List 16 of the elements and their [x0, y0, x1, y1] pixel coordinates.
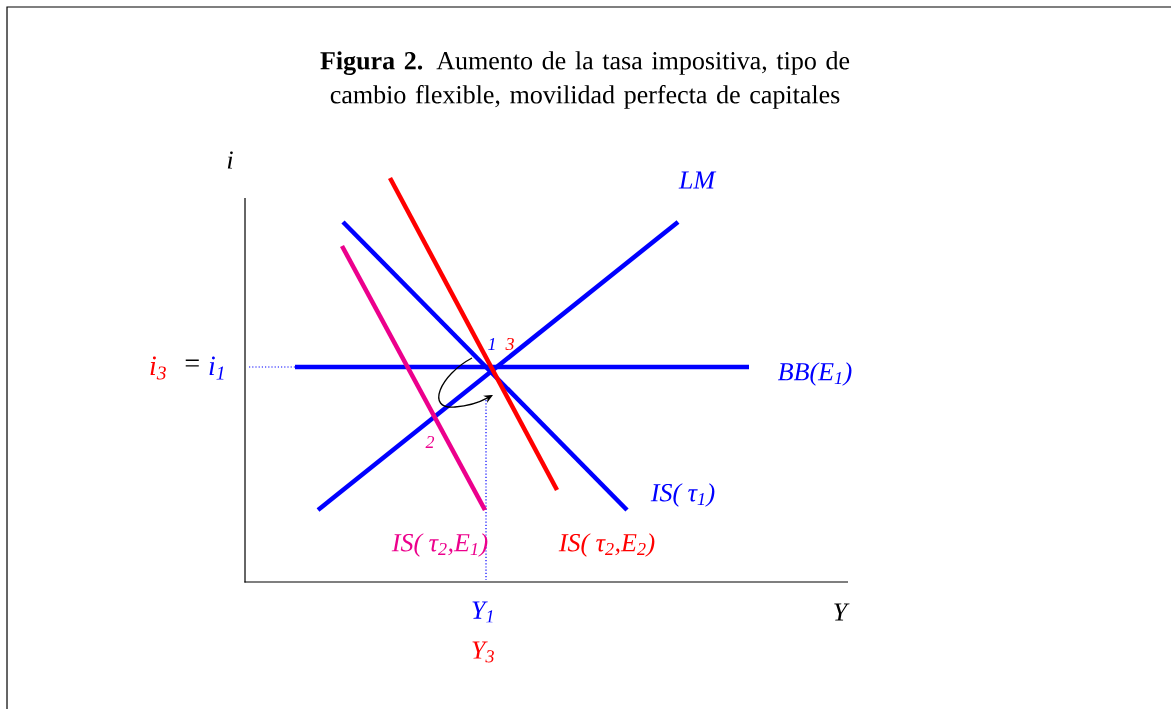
point-label: 2 — [425, 436, 435, 448]
axis-label: i — [227, 151, 233, 169]
curve-label: IS( τ$_{2}$,E$_{1}$) — [391, 533, 488, 557]
curve-label: BB(E$_{1}$) — [777, 362, 852, 386]
tick-label: i$_{3}$ — [150, 356, 166, 380]
curve-label: IS( τ$_{2}$,E$_{2}$) — [558, 533, 655, 557]
point-label: 1 — [488, 338, 495, 350]
curve-label: LM — [678, 171, 717, 189]
tick-label: Y$_{3}$ — [472, 641, 494, 663]
tick-label: = — [185, 359, 199, 367]
tick-label: Y$_{1}$ — [472, 601, 493, 623]
curve-label: IS( τ$_{1}$) — [650, 483, 715, 507]
title: Figura 2. Aumento de la tasa impositiva, tipo de cambio flexible, movilidad perfecta de capitales — [320, 51, 850, 109]
tick-label: i$_{1}$ — [209, 356, 224, 380]
point-label: 3 — [505, 337, 514, 351]
axis-label: Y — [834, 603, 850, 621]
